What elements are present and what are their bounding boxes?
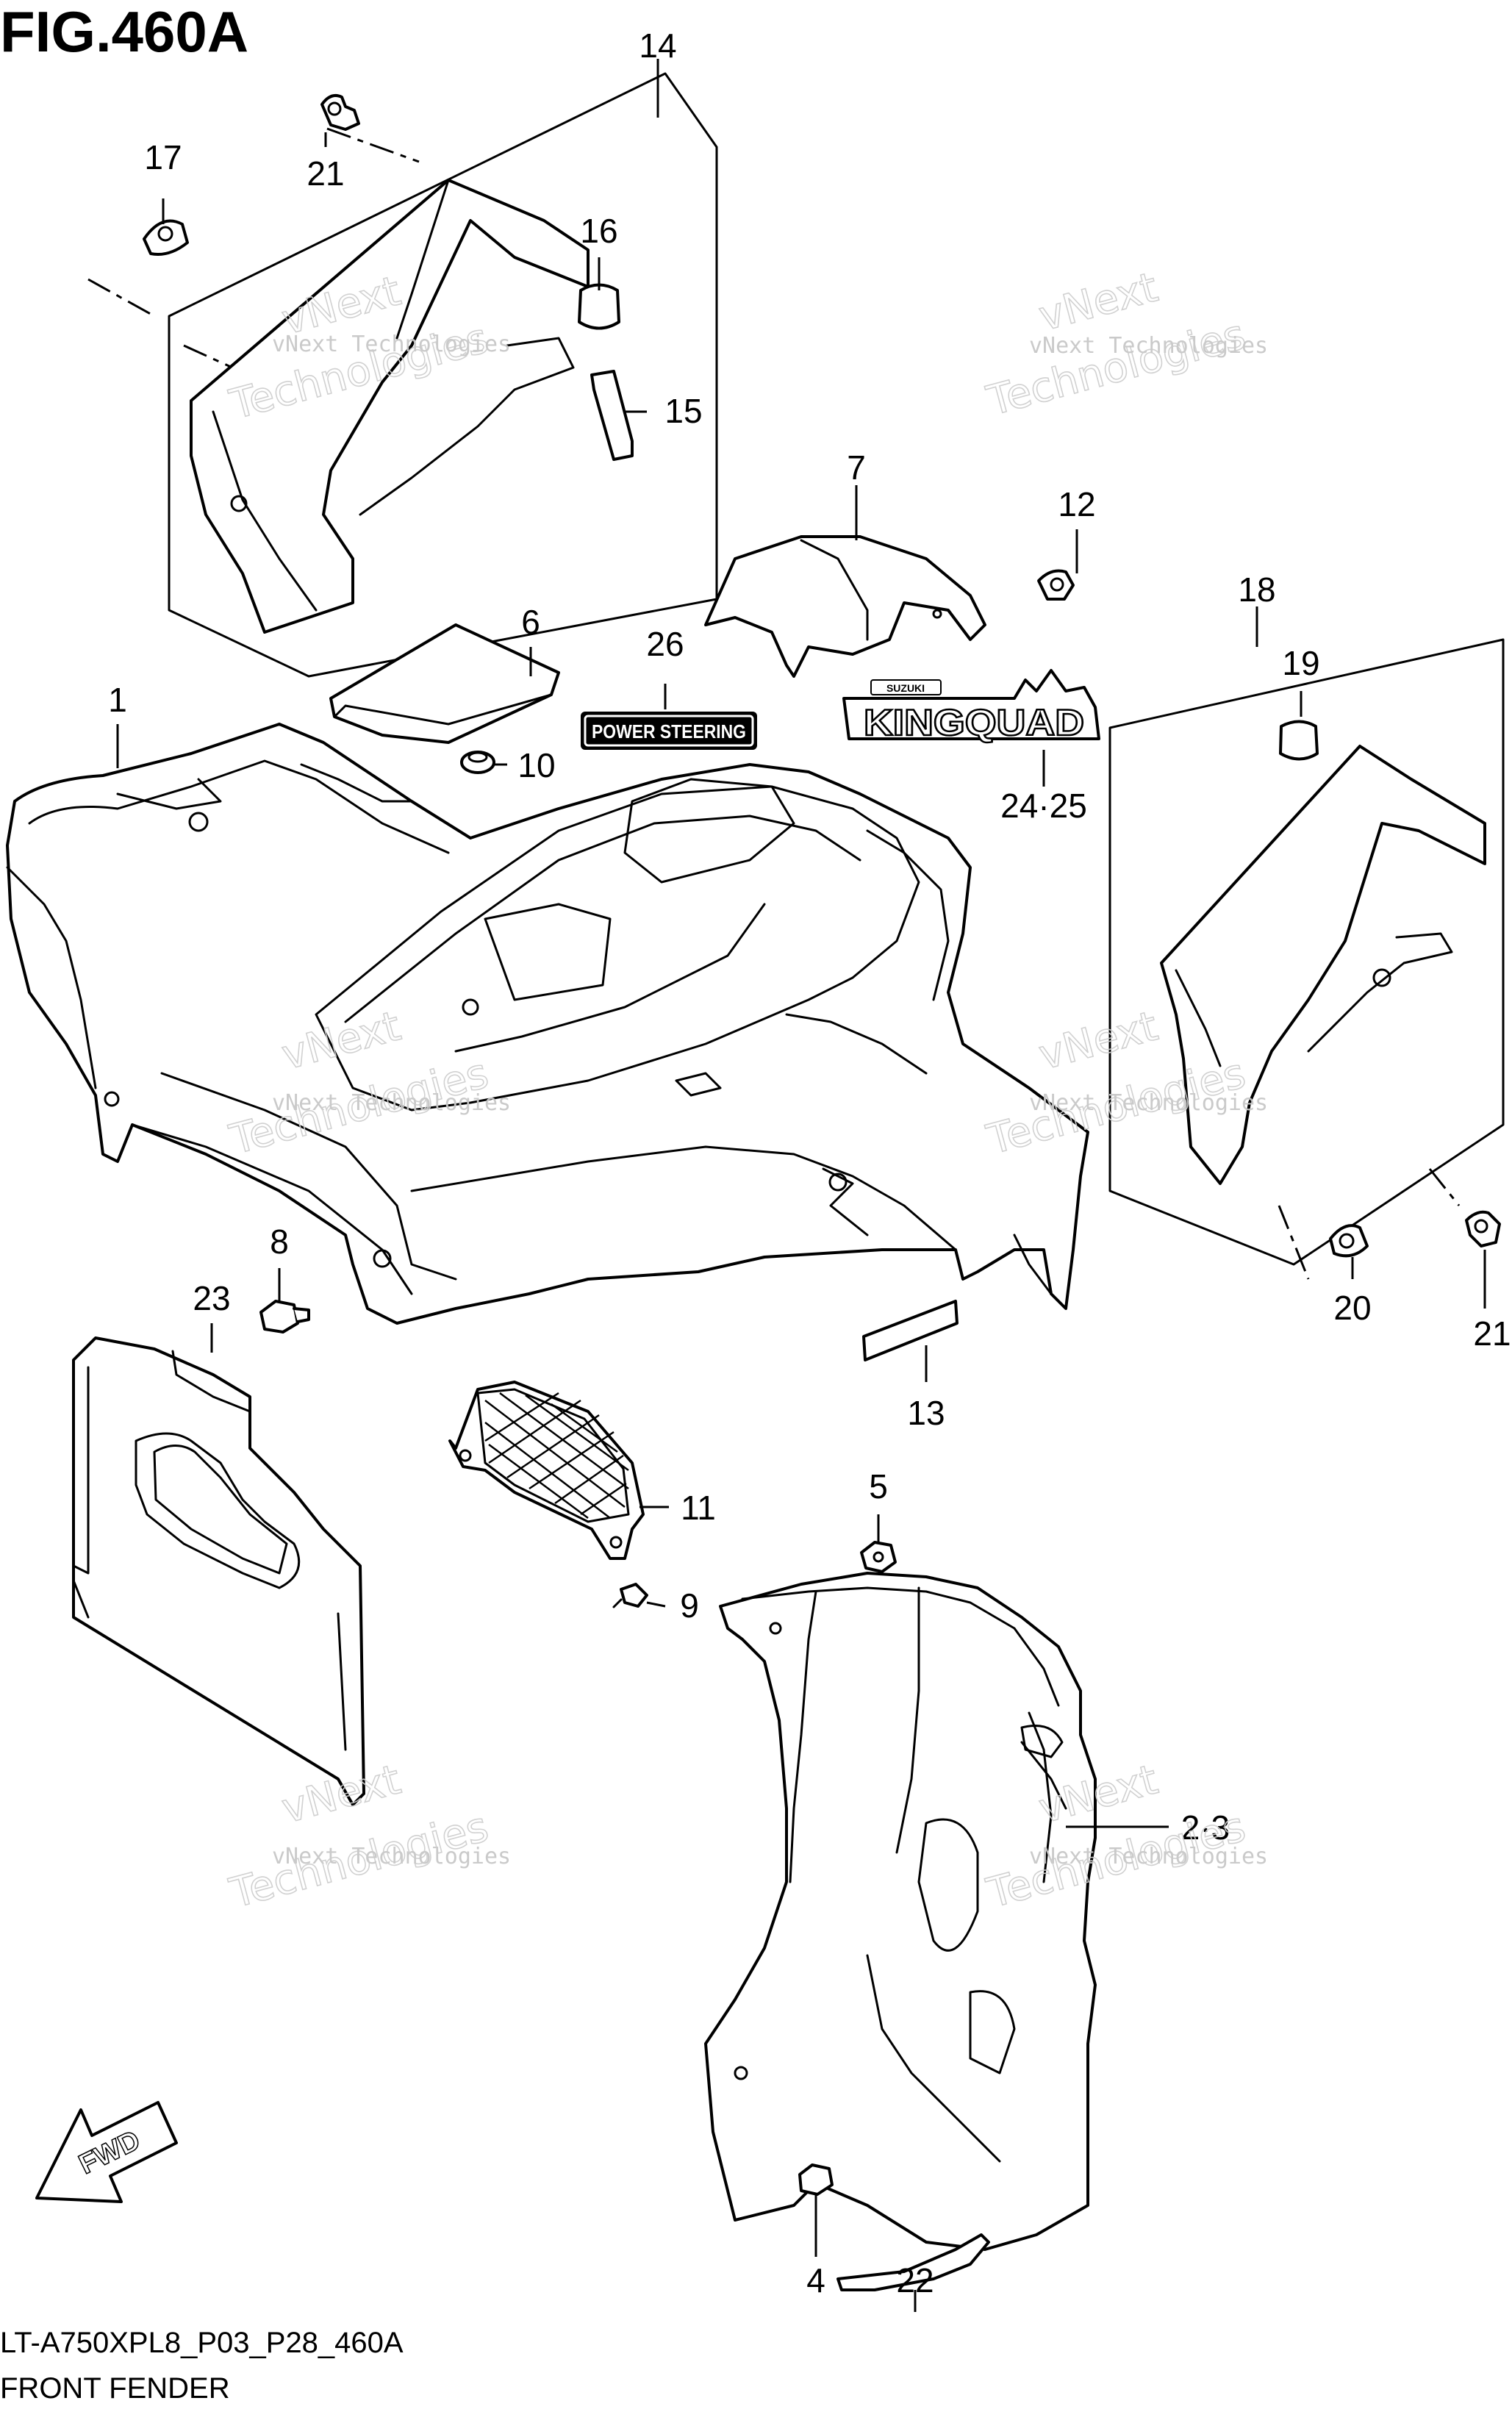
part-group-18	[1108, 638, 1505, 1280]
cover-7[interactable]	[704, 535, 986, 678]
callout-7[interactable]: 7	[847, 448, 866, 487]
watermark-brand-2: vNext	[1034, 263, 1163, 340]
decal-kingquad-text: KINGQUAD	[864, 702, 1084, 743]
figure-name: FRONT FENDER	[0, 2372, 230, 2405]
callout-1[interactable]: 1	[108, 681, 127, 719]
callout-9[interactable]: 9	[680, 1586, 699, 1625]
callout-labels: 14 17 21 16 15 1 6 26 7 12 18 19 24·25 1…	[108, 26, 1511, 2299]
watermark-brand-4: vNext	[1034, 1002, 1163, 1079]
decal-power-steering-text: POWER STEERING	[592, 720, 746, 742]
decal-power-steering-26[interactable]: POWER STEERING	[581, 712, 757, 750]
watermark-text-3: vNext Technologies	[272, 1090, 511, 1116]
lid-6[interactable]	[329, 623, 560, 744]
watermark-text-5: vNext Technologies	[272, 1844, 511, 1869]
callout-5[interactable]: 5	[869, 1467, 888, 1506]
fastener-12[interactable]	[1037, 569, 1075, 601]
callout-19[interactable]: 19	[1282, 644, 1319, 682]
callout-21-right[interactable]: 21	[1473, 1314, 1511, 1353]
callout-18[interactable]: 18	[1238, 570, 1275, 609]
part-group-14	[87, 72, 718, 678]
fastener-20[interactable]	[1329, 1224, 1369, 1258]
callout-22[interactable]: 22	[896, 2261, 934, 2299]
decal-kingquad-24-25[interactable]: KINGQUAD SUZUKI	[842, 669, 1100, 744]
inner-fender-2-3[interactable]	[704, 1572, 1097, 2251]
callout-16[interactable]: 16	[580, 212, 617, 250]
callout-15[interactable]: 15	[664, 392, 702, 430]
bracket-15[interactable]	[590, 370, 634, 461]
callout-4[interactable]: 4	[806, 2261, 825, 2299]
callout-14[interactable]: 14	[639, 26, 676, 65]
callout-26[interactable]: 26	[646, 625, 684, 663]
watermark-text-4: vNext Technologies	[1029, 1090, 1268, 1116]
bolt-8[interactable]	[259, 1300, 310, 1334]
callout-23[interactable]: 23	[193, 1279, 230, 1317]
strip-13[interactable]	[862, 1300, 959, 1361]
strip-22[interactable]	[836, 2233, 990, 2291]
callout-20[interactable]: 20	[1333, 1289, 1371, 1327]
callout-8[interactable]: 8	[270, 1223, 289, 1261]
front-fender-1[interactable]	[6, 723, 1089, 1325]
watermark-text-1: vNext Technologies	[272, 332, 511, 357]
callout-21-top[interactable]: 21	[307, 154, 344, 193]
grille-11[interactable]	[448, 1381, 645, 1560]
fwd-arrow-icon: FWD	[35, 2101, 178, 2203]
figure-code: LT-A750XPL8_P03_P28_460A	[0, 2327, 404, 2359]
callout-6[interactable]: 6	[521, 603, 540, 641]
leader-lines	[116, 59, 1486, 2312]
watermark-tech-2: Technologies	[982, 311, 1250, 426]
fastener-21-top[interactable]	[320, 94, 360, 131]
callout-11[interactable]: 11	[681, 1489, 716, 1527]
callout-17[interactable]: 17	[144, 138, 182, 176]
bolt-4[interactable]	[798, 2163, 834, 2207]
fender-inner-panel-left[interactable]	[190, 179, 590, 634]
fastener-21-right[interactable]	[1465, 1210, 1501, 1248]
callout-10[interactable]: 10	[517, 746, 555, 784]
rubber-cushion-19[interactable]	[1279, 720, 1319, 761]
watermark-text-2: vNext Technologies	[1029, 333, 1268, 359]
rubber-cushion-16[interactable]	[578, 283, 620, 330]
decal-suzuki-text: SUZUKI	[886, 682, 925, 694]
fender-inner-panel-right[interactable]	[1160, 745, 1486, 1185]
grommet-10[interactable]	[460, 751, 495, 774]
fastener-17[interactable]	[143, 219, 189, 256]
callout-2-3[interactable]: 2·3	[1181, 1808, 1230, 1847]
figure-title: FIG.460A	[0, 0, 248, 64]
watermark-text-6: vNext Technologies	[1029, 1844, 1268, 1869]
callout-24-25[interactable]: 24·25	[1000, 787, 1087, 825]
callout-13[interactable]: 13	[907, 1394, 945, 1432]
shield-plate-23[interactable]	[72, 1336, 365, 1806]
callout-12[interactable]: 12	[1058, 485, 1095, 523]
screw-9[interactable]	[612, 1583, 648, 1608]
bolt-5[interactable]	[860, 1541, 897, 1573]
